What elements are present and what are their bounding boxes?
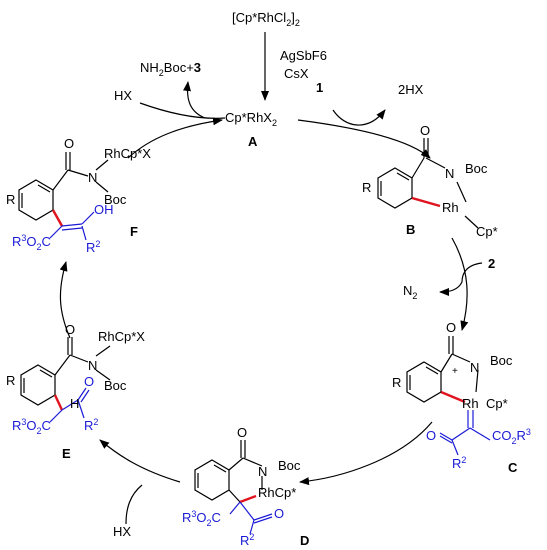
- F-boc: Boc: [104, 192, 127, 207]
- arrow-A-to-B: [297, 119, 431, 159]
- D-boc: Boc: [278, 458, 301, 473]
- D-ester: R3O2C: [182, 509, 221, 528]
- B-cp: Cp*: [476, 224, 498, 239]
- F-oxygen: O: [64, 136, 74, 151]
- D-oxygen: O: [237, 425, 247, 440]
- C-r-group: R: [392, 375, 401, 390]
- E-r-group: R: [6, 373, 15, 388]
- label-B: B: [406, 222, 415, 237]
- E-nitrogen: N: [88, 358, 97, 373]
- arrow-B-to-C: [451, 237, 469, 331]
- species-D-structure: [194, 440, 273, 535]
- C-nitrogen: N: [470, 360, 479, 375]
- D-nitrogen: N: [258, 464, 267, 479]
- B-oxygen: O: [420, 123, 430, 138]
- E-boc: Boc: [104, 378, 127, 393]
- label-E: E: [62, 446, 71, 461]
- C-r2: R2: [452, 455, 466, 471]
- species-E-structure: [20, 337, 111, 423]
- D-ketone-oxygen: O: [274, 506, 284, 521]
- F-rhodium: RhCp*X: [104, 146, 151, 161]
- hx-in-curve: [139, 102, 226, 119]
- F-r2: R2: [86, 239, 100, 255]
- 2hx-out-arrow: [332, 109, 386, 126]
- hx-top: HX: [114, 88, 132, 103]
- F-r-group: R: [6, 192, 15, 207]
- C-boc: Boc: [490, 353, 513, 368]
- n2-byproduct: N2: [403, 283, 417, 301]
- byproduct-2hx: 2HX: [398, 82, 424, 97]
- reactant-2-in-curve: [461, 262, 483, 283]
- E-hydrogen: H: [70, 396, 79, 411]
- reactant-1: 1: [316, 80, 323, 95]
- label-D: D: [300, 533, 309, 548]
- E-r2: R2: [84, 417, 98, 433]
- arrow-C-to-D: [299, 421, 433, 486]
- species-C-structure: [406, 336, 491, 456]
- hx-bottom: HX: [113, 524, 131, 539]
- F-ester: R3O2C: [12, 233, 51, 252]
- catalyst-precursor: [Cp*RhCl2]2: [232, 10, 300, 28]
- B-boc: Boc: [465, 161, 488, 176]
- E-rhodium: RhCp*X: [98, 329, 145, 344]
- arrow-F-to-A: [127, 117, 223, 159]
- F-hydroxyl: OH: [94, 202, 114, 217]
- C-oxygen: O: [446, 320, 456, 335]
- E-ester: R3O2C: [12, 417, 51, 436]
- active-catalyst: Cp*RhX2: [225, 110, 277, 128]
- B-rhodium: Rh: [442, 200, 459, 215]
- E-oxygen: O: [65, 322, 75, 337]
- species-F-structure: [18, 152, 109, 241]
- arrow-E-to-F: [59, 261, 71, 339]
- D-r2: R2: [240, 532, 254, 548]
- hx-bottom-in-curve: [125, 484, 143, 525]
- B-nitrogen: N: [445, 166, 454, 181]
- reagent-line2: CsX: [284, 66, 309, 81]
- C-plus: +: [452, 366, 458, 377]
- species-B-structure: [377, 138, 479, 229]
- side-product-nh2boc: NH2Boc+3: [140, 60, 201, 78]
- nh2boc-out-arrow: [183, 81, 206, 119]
- B-r-group: R: [362, 180, 371, 195]
- F-nitrogen: N: [88, 170, 97, 185]
- n2-out-arrow: [439, 281, 463, 296]
- C-rhodium: Rh: [462, 396, 479, 411]
- reactant-2: 2: [488, 256, 495, 271]
- C-cp: Cp*: [486, 396, 508, 411]
- arrow-D-to-E: [99, 439, 181, 483]
- label-A: A: [248, 134, 258, 149]
- label-C: C: [508, 460, 518, 475]
- C-ester: CO2R3: [492, 427, 531, 446]
- C-ketone-oxygen: O: [426, 428, 436, 443]
- reagent-line1: AgSbF6: [280, 48, 327, 63]
- D-rhodium: RhCp*: [258, 485, 296, 500]
- E-ketone-oxygen: O: [84, 374, 94, 389]
- label-F: F: [130, 224, 138, 239]
